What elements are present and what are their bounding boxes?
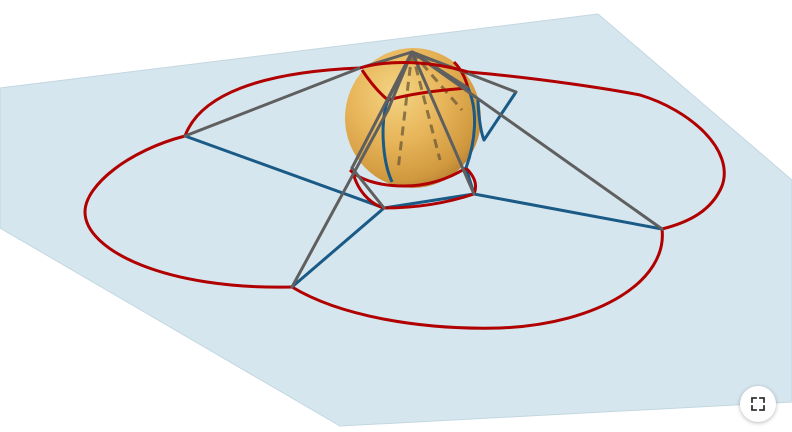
blue-edge	[382, 192, 476, 210]
gray-line	[410, 50, 476, 196]
circle-top	[183, 66, 361, 137]
fullscreen-button[interactable]	[740, 386, 776, 422]
gray-line	[410, 50, 664, 231]
gray-line	[290, 108, 390, 289]
circle-bottom	[291, 228, 664, 330]
unit-sphere	[345, 48, 486, 188]
projected-circles	[83, 66, 726, 330]
gray-line	[183, 66, 362, 138]
circle-inner	[350, 166, 478, 210]
gray-line	[350, 166, 386, 210]
projection-lines	[183, 50, 664, 289]
blue-edge	[183, 134, 386, 210]
blue-edge	[290, 206, 386, 289]
circle-left	[83, 134, 293, 289]
gray-line	[350, 50, 414, 170]
circle-top-right	[467, 70, 726, 231]
fullscreen-icon	[751, 397, 765, 411]
circle-junctions	[359, 61, 469, 74]
projected-edges	[183, 90, 664, 289]
blue-edge	[472, 192, 664, 231]
